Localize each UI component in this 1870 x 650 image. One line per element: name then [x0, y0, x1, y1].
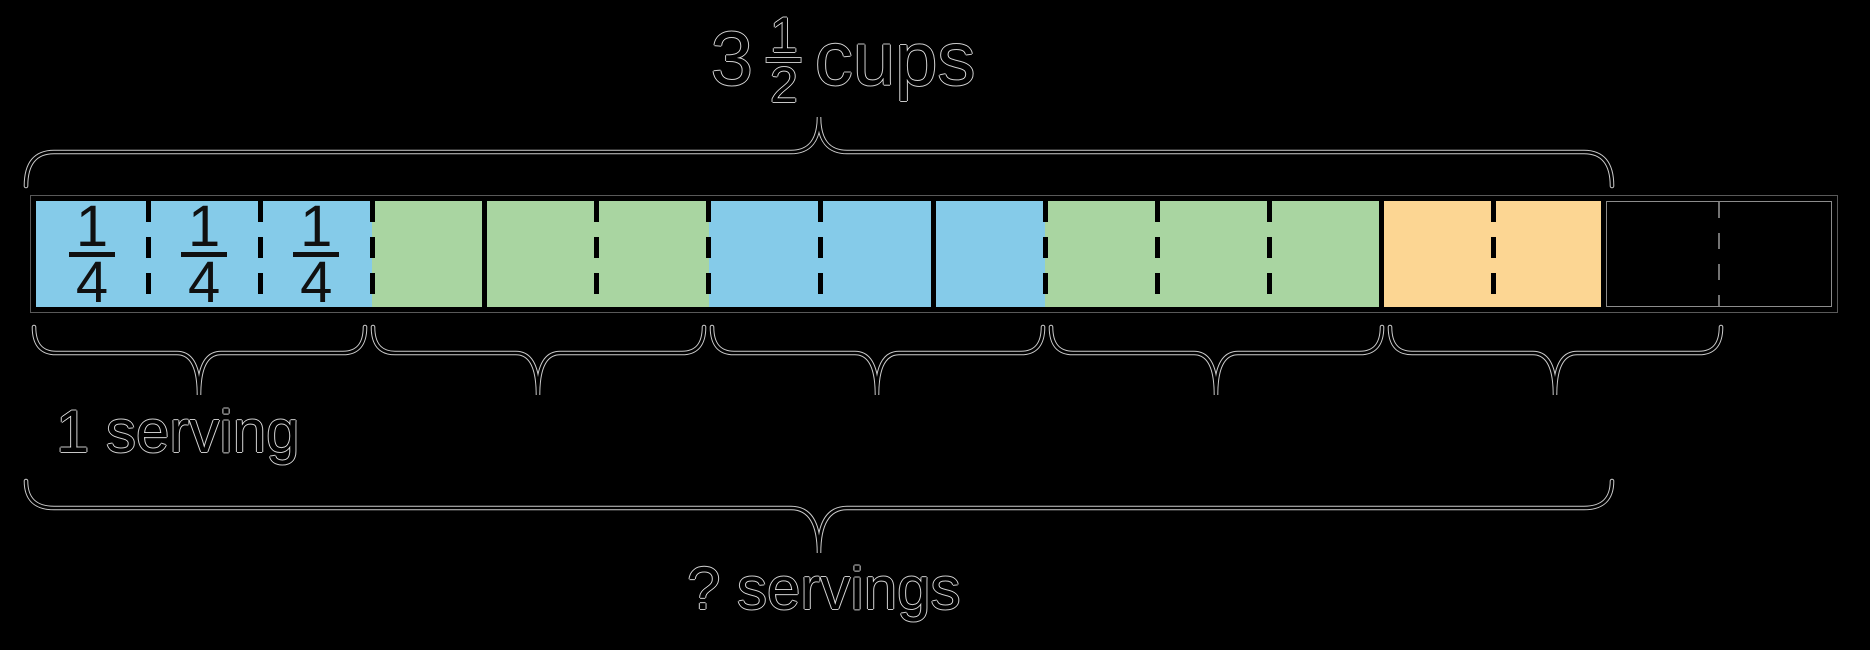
tape-cell-orange [1493, 201, 1606, 307]
tape-cell-green [372, 201, 487, 307]
fraction-bar [181, 251, 228, 257]
cell-divider-dashed [594, 201, 600, 307]
fraction-numerator: 1 [300, 193, 333, 259]
amount-fraction: 1 2 [766, 7, 801, 113]
amount-whole-number: 3 [710, 17, 753, 102]
fraction-numerator: 1 [769, 7, 798, 63]
fraction-denominator: 4 [75, 249, 109, 315]
serving-brace-4 [1048, 324, 1385, 396]
serving-brace-5 [1387, 324, 1724, 396]
cell-divider-dashed [818, 201, 824, 307]
fraction-numerator: 1 [75, 193, 109, 259]
fraction-denominator: 4 [300, 249, 333, 315]
fraction-denominator: 4 [188, 249, 221, 315]
cell-divider-ghost-dashed [1717, 202, 1720, 306]
fraction-bar [69, 251, 116, 257]
fraction-numerator: 1 [188, 193, 221, 259]
cell-divider-dashed [1491, 201, 1497, 307]
serving-brace-2 [370, 324, 707, 396]
fraction-bar [293, 251, 340, 257]
cell-divider-dashed [706, 201, 712, 307]
cell-divider-solid [930, 201, 936, 307]
cell-divider-dashed [1042, 201, 1048, 307]
fraction-bar [766, 58, 801, 62]
cell-divider-dashed [257, 201, 263, 307]
fraction-denominator: 2 [769, 57, 798, 113]
cups-brace [23, 116, 1615, 189]
cell-divider-solid [482, 201, 487, 307]
cell-divider-solid [1379, 201, 1384, 307]
total-amount-label: 3 1 2 cups [711, 10, 976, 110]
serving-brace-1 [31, 324, 368, 396]
tape-cell-green [1157, 201, 1272, 307]
tape-cell-green [596, 201, 712, 307]
tape-cell-empty [1605, 201, 1720, 307]
tape-cell-green [1045, 201, 1160, 307]
one-serving-label: 1 serving [56, 398, 300, 465]
serving-brace-3 [709, 324, 1046, 396]
cell-divider-dashed [369, 201, 375, 307]
tape-cell-blue [820, 201, 936, 307]
tape-cell-orange [1381, 201, 1497, 307]
tape-cell-blue [933, 201, 1048, 307]
tape-cell-blue [708, 201, 824, 307]
cell-divider-dashed [1266, 201, 1272, 307]
amount-unit: cups [814, 17, 976, 102]
tape-cell-empty [1718, 201, 1832, 307]
tape-cell-green [484, 201, 600, 307]
question-servings-label: ? servings [687, 555, 961, 622]
cell-divider-dashed [145, 201, 151, 307]
cell-divider-dashed [1154, 201, 1160, 307]
total-servings-brace [23, 478, 1615, 554]
tape-cell-green [1269, 201, 1384, 307]
cell-divider-solid-end [1600, 201, 1606, 307]
